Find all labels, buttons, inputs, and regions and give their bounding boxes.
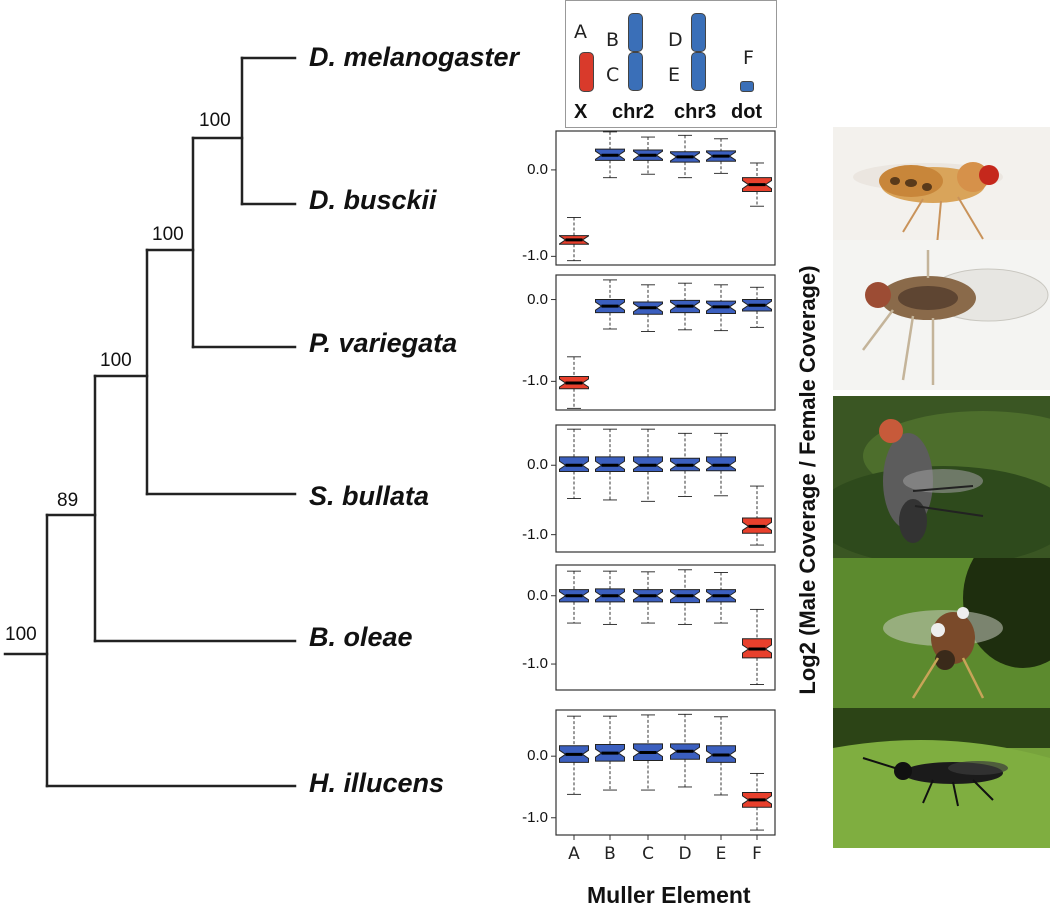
legend-letter-d: D [668, 29, 683, 51]
box-a [559, 217, 589, 262]
box-b [595, 279, 625, 330]
phortica-variegata-photo [833, 240, 1050, 390]
species-label-p-variegata: P. variegata [309, 328, 458, 358]
y-tick-label: -1.0 [522, 808, 548, 826]
box-c [633, 428, 663, 502]
box-a [559, 428, 589, 500]
panel-s-bullata [551, 424, 776, 553]
support-value: 100 [5, 624, 37, 645]
panel-p-variegata [551, 274, 776, 411]
box-d [670, 569, 700, 625]
fly-illustration [862, 250, 1049, 385]
box-e [706, 138, 736, 174]
box-a [559, 356, 589, 409]
y-tick-label: -1.0 [522, 247, 548, 265]
box-e [706, 432, 736, 497]
chr2-left-arm-icon [628, 13, 643, 52]
box-c [633, 714, 663, 791]
chr3-left-arm-icon [691, 13, 706, 52]
legend-group-chr2: chr2 [612, 101, 655, 123]
box-d [670, 134, 700, 179]
y-tick-label: -1.0 [522, 655, 548, 673]
box-a [559, 570, 589, 624]
y-tick-label: -1.0 [522, 372, 548, 390]
support-value: 100 [100, 350, 132, 371]
x-tick-label: D [678, 844, 692, 864]
hermetia-illucens-photo [833, 708, 1050, 848]
legend-group-chr3: chr3 [674, 101, 717, 123]
species-label-b-oleae: B. oleae [309, 622, 413, 652]
box-e [706, 716, 736, 796]
panel-h-illucens [551, 709, 776, 840]
muller-element-legend: A X B C chr2 D E chr3 F dot [565, 0, 777, 128]
y-tick-label: 0.0 [527, 747, 548, 765]
panel-frame [555, 709, 776, 836]
box-e [706, 572, 736, 624]
panel-d-busckii [551, 130, 776, 266]
legend-letter-f: F [743, 47, 754, 69]
phylogenetic-tree [3, 56, 297, 788]
panel-frame [555, 564, 776, 691]
y-tick-label: 0.0 [527, 290, 548, 308]
box-f [742, 608, 772, 685]
support-value: 100 [152, 224, 184, 245]
species-label-h-illucens: H. illucens [309, 768, 445, 798]
legend-group-dot: dot [731, 101, 763, 123]
box-e [706, 284, 736, 332]
species-label-d-busckii: D. busckii [309, 185, 437, 215]
x-tick-label: A [568, 844, 580, 864]
sarcophaga-bullata-photo [833, 396, 1050, 558]
box-f [742, 485, 772, 546]
x-chromosome-icon [579, 52, 594, 92]
x-tick-label: B [604, 844, 616, 864]
x-axis-title: Muller Element [587, 882, 751, 908]
panel-frame [555, 424, 776, 553]
fly-illustration [833, 558, 1050, 708]
box-b [595, 715, 625, 791]
x-tick-label: C [642, 844, 654, 864]
box-f [742, 162, 772, 207]
y-tick-label: 0.0 [527, 456, 548, 474]
panel-b-oleae [551, 564, 776, 691]
box-b [595, 131, 625, 179]
support-value: 100 [199, 110, 231, 131]
fly-illustration [833, 411, 1050, 558]
y-tick-label: 0.0 [527, 160, 548, 178]
x-tick-label: F [752, 844, 762, 864]
box-a [559, 715, 589, 795]
box-c [633, 571, 663, 624]
chr2-right-arm-icon [628, 52, 643, 91]
box-b [595, 570, 625, 625]
species-label-d-melanogaster: D. melanogaster [309, 42, 520, 72]
box-f [742, 772, 772, 831]
box-d [670, 432, 700, 497]
fly-illustration [833, 708, 1050, 848]
bactrocera-oleae-photo [833, 558, 1050, 708]
x-tick-label: E [715, 844, 727, 864]
panel-frame [555, 130, 776, 266]
box-f [742, 286, 772, 328]
box-c [633, 136, 663, 175]
dot-chromosome-icon [740, 81, 754, 92]
y-tick-label: -1.0 [522, 525, 548, 543]
y-tick-label: 0.0 [527, 586, 548, 604]
box-d [670, 713, 700, 788]
species-label-s-bullata: S. bullata [309, 481, 430, 511]
box-c [633, 284, 663, 332]
legend-group-x: X [574, 101, 588, 123]
legend-letter-c: C [606, 64, 620, 86]
box-b [595, 428, 625, 501]
legend-letter-b: B [606, 29, 620, 51]
chr3-right-arm-icon [691, 52, 706, 91]
legend-letter-e: E [668, 64, 681, 86]
box-d [670, 282, 700, 331]
support-value: 89 [57, 490, 79, 511]
fly-illustration [853, 162, 1003, 246]
panel-frame [555, 274, 776, 411]
y-axis-title: Log2 (Male Coverage / Female Coverage) [795, 265, 820, 695]
legend-letter-a: A [574, 21, 587, 43]
